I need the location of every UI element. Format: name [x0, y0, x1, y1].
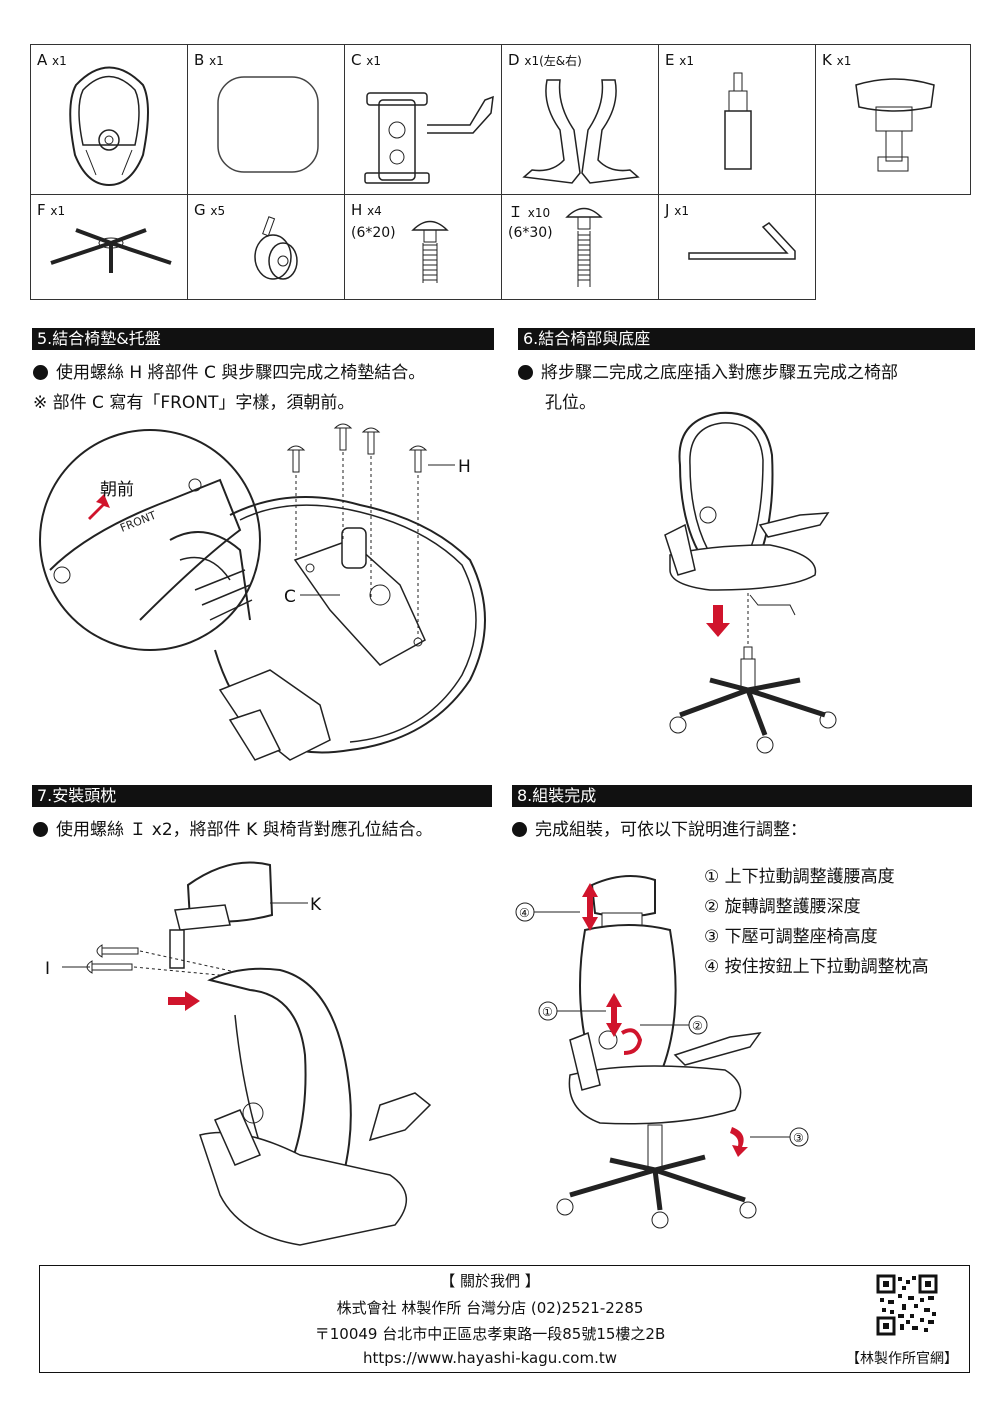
step8-diagram: ④ ① ② ③ — [515, 875, 809, 1229]
label-k: K — [310, 895, 322, 915]
part-j-label: J x1 — [665, 201, 689, 219]
step8-title: 8.組裝完成 — [517, 786, 597, 805]
seat-plate-mechanism-icon — [364, 92, 494, 184]
website-link[interactable]: https://www.hayashi-kagu.com.tw — [363, 1349, 617, 1367]
adjust-item-1: ① 上下拉動調整護腰高度 — [704, 867, 895, 887]
step7-diagram: K I — [45, 861, 432, 1246]
part-g-label: G x5 — [194, 201, 226, 219]
callout-4: ④ — [519, 906, 530, 920]
part-i-cell: Ｉ x10 (6*30) — [501, 194, 659, 300]
part-k-cell: K x1 — [815, 44, 971, 195]
part-b-cell: B x1 — [187, 44, 345, 195]
bullet-dot — [512, 822, 527, 837]
seat-height-arrow-icon — [730, 1127, 748, 1157]
lumbar-height-arrow-icon — [606, 993, 622, 1037]
backrest-frame-icon — [69, 66, 149, 187]
allen-key-icon — [688, 222, 796, 260]
part-h-cell: H x4 (6*20) — [344, 194, 502, 300]
part-d-label: D x1(左&右) — [508, 51, 582, 69]
part-a-label: A x1 — [37, 51, 67, 69]
label-c: C — [284, 587, 296, 607]
bullet-dot — [518, 365, 533, 380]
step7-header: 7.安裝頭枕 — [32, 785, 492, 807]
address-line: 〒10049 台北市中正區忠孝東路一段85號15樓之2B — [314, 1325, 666, 1343]
adjust-item-3: ③ 下壓可調整座椅高度 — [704, 927, 878, 947]
part-f-cell: F x1 — [30, 194, 188, 300]
front-label: 朝前 — [100, 480, 134, 500]
headrest-adjust-arrow-icon — [582, 883, 598, 931]
headrest-icon — [855, 78, 935, 172]
step8-instruction: 完成組裝，可依以下說明進行調整： — [512, 815, 807, 845]
screws-h — [286, 423, 428, 473]
part-e-cell: E x1 — [658, 44, 816, 195]
screws-i — [86, 944, 139, 974]
part-c-cell: C x1 — [344, 44, 502, 195]
part-c-label: C x1 — [351, 51, 382, 69]
step6-instruction: 將步驟二完成之底座插入對應步驟五完成之椅部 — [518, 358, 898, 388]
company-line: 株式會社 林製作所 台灣分店 (02)2521-2285 — [336, 1299, 644, 1317]
gas-cylinder-icon — [724, 72, 752, 170]
step5-diagram: FRONT 朝前 H C — [39, 423, 486, 761]
step5-instruction: 使用螺絲 H 將部件 C 與步驟四完成之椅墊結合。 — [33, 358, 425, 388]
about-us-box: 【 關於我們 】 株式會社 林製作所 台灣分店 (02)2521-2285 〒1… — [39, 1265, 970, 1373]
part-h-spec: (6*20) — [351, 225, 396, 241]
armrests-icon — [522, 79, 640, 184]
red-arrow-icon — [706, 605, 730, 637]
qr-code-icon[interactable] — [876, 1274, 938, 1336]
part-k-label: K x1 — [822, 51, 852, 69]
red-arrow-icon — [168, 991, 200, 1011]
step5-header: 5.結合椅墊&托盤 — [32, 328, 494, 350]
step7-title: 7.安裝頭枕 — [37, 786, 117, 805]
step6-title: 6.結合椅部與底座 — [523, 329, 651, 348]
part-a-cell: A x1 — [30, 44, 188, 195]
part-f-label: F x1 — [37, 201, 66, 219]
part-h-label: H x4 — [351, 201, 382, 219]
screw-h-icon — [411, 220, 449, 283]
part-b-label: B x1 — [194, 51, 224, 69]
lumbar-rotate-arrow-icon — [620, 1028, 643, 1055]
about-heading: 【 關於我們 】 — [440, 1272, 540, 1290]
part-j-cell: J x1 — [658, 194, 816, 300]
adjust-item-2: ② 旋轉調整護腰深度 — [704, 897, 861, 917]
callout-1: ① — [542, 1005, 553, 1019]
part-i-label: Ｉ x10 — [508, 203, 551, 221]
caster-wheel-icon — [254, 216, 298, 280]
step6-diagram — [664, 411, 837, 754]
adjust-item-4: ④ 按住按鈕上下拉動調整枕高 — [704, 957, 929, 977]
part-g-cell: G x5 — [187, 194, 345, 300]
bullet-dot — [33, 365, 48, 380]
step7-instruction: 使用螺絲 Ｉ x2，將部件 K 與椅背對應孔位結合。 — [33, 815, 433, 845]
part-e-label: E x1 — [665, 51, 695, 69]
parts-list: A x1 B x1 C x1 D x1(左&右) — [30, 44, 971, 300]
part-d-cell: D x1(左&右) — [501, 44, 659, 195]
bullet-dot — [33, 822, 48, 837]
step6-instruction-cont: 孔位。 — [545, 393, 596, 413]
qr-caption: 【林製作所官網】 — [846, 1351, 958, 1367]
seat-cushion-icon — [217, 76, 319, 173]
part-i-spec: (6*30) — [508, 225, 553, 241]
label-i: I — [45, 959, 50, 979]
step8-header: 8.組裝完成 — [512, 785, 972, 807]
callout-2: ② — [692, 1019, 703, 1033]
step5-note: ※ 部件 C 寫有「FRONT」字樣，須朝前。 — [33, 393, 355, 413]
screw-i-icon — [565, 207, 603, 287]
star-base-icon — [50, 228, 172, 273]
step6-header: 6.結合椅部與底座 — [518, 328, 975, 350]
red-arrow-icon — [88, 494, 110, 520]
step5-title: 5.結合椅墊&托盤 — [37, 329, 161, 348]
callout-3: ③ — [793, 1131, 804, 1145]
label-h: H — [458, 457, 471, 477]
